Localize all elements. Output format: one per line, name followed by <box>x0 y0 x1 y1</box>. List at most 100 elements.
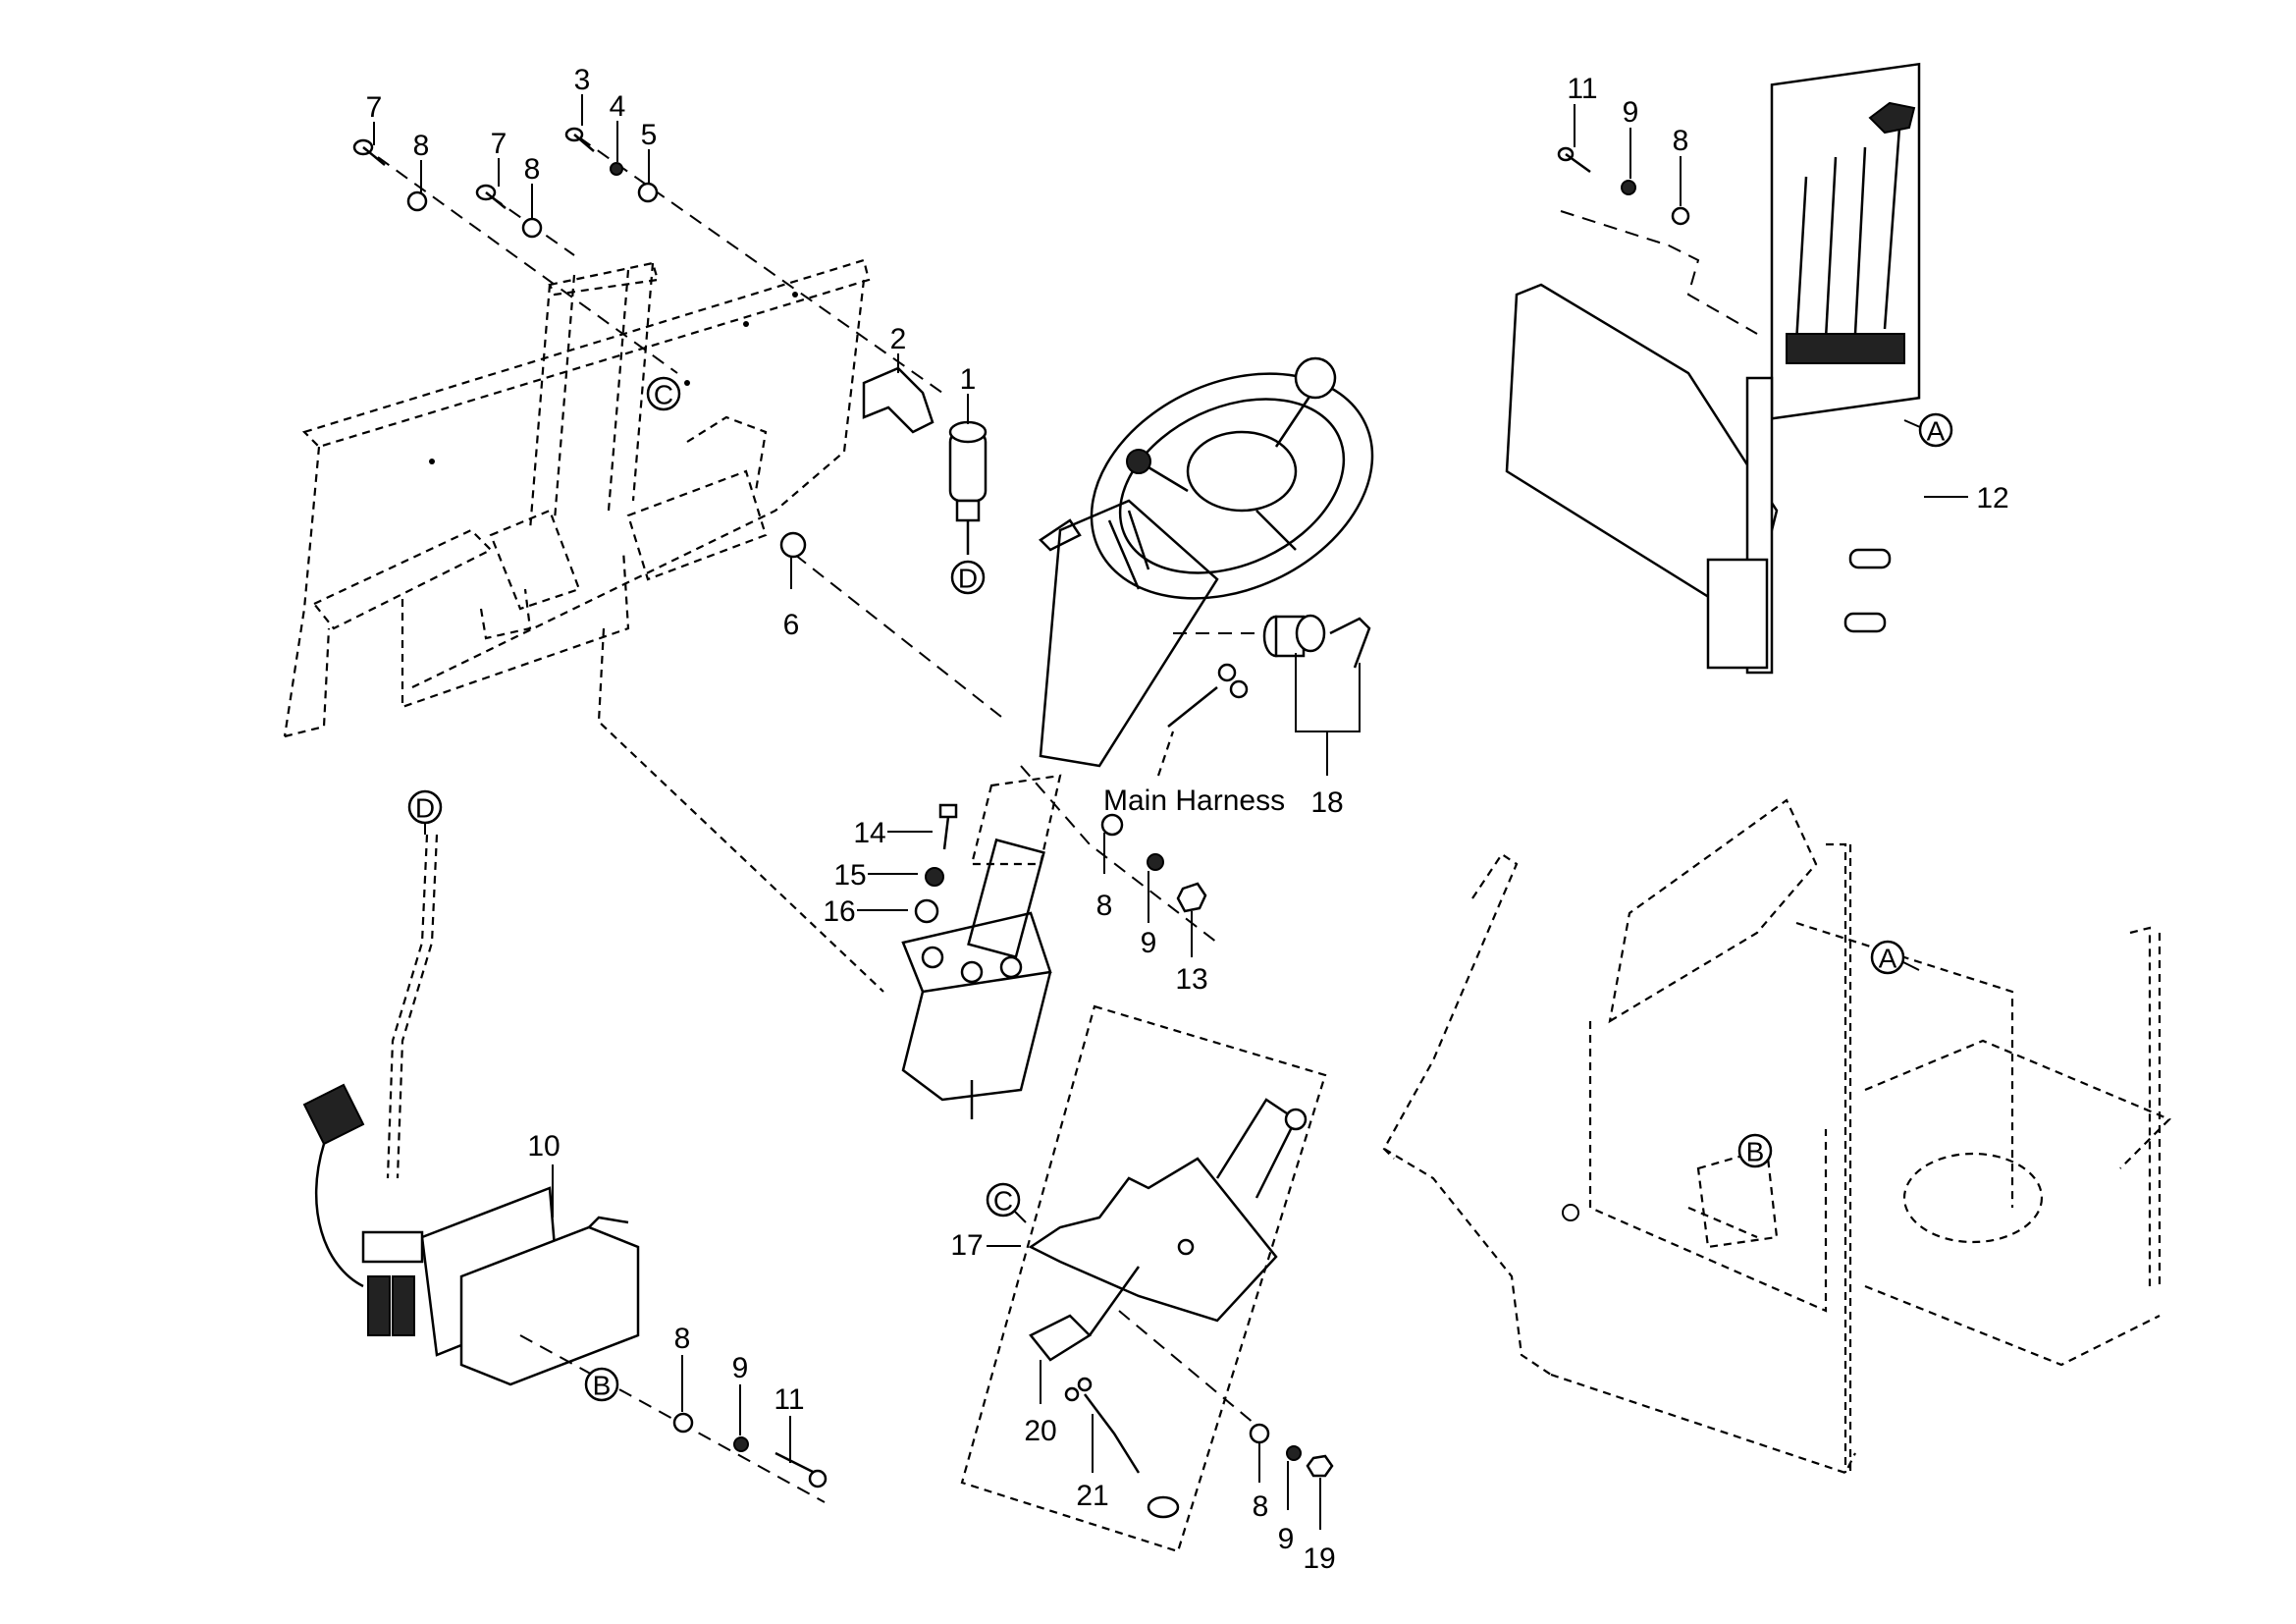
bolt-icon <box>1557 146 1591 174</box>
svg-text:13: 13 <box>1175 963 1207 996</box>
callout-8: 8 <box>1096 833 1113 922</box>
fastener-set-panel <box>352 127 1002 718</box>
svg-text:11: 11 <box>774 1383 804 1416</box>
washer-icon <box>1671 206 1690 226</box>
ref-marker-C-bracket: C <box>986 1182 1027 1223</box>
ref-marker-D-pedal: D <box>407 789 443 835</box>
steering-wheel <box>1090 356 1374 600</box>
svg-text:A: A <box>1879 944 1897 974</box>
callout-7: 7 <box>366 91 383 145</box>
svg-text:16: 16 <box>823 895 855 928</box>
svg-text:D: D <box>958 564 978 594</box>
ref-marker-C-panel: C <box>646 376 681 411</box>
lock-washer-icon <box>1286 1445 1302 1461</box>
svg-text:12: 12 <box>1976 482 2008 514</box>
washer-icon <box>637 182 659 203</box>
callout-9: 9 <box>1141 871 1157 959</box>
clip-part <box>862 366 934 434</box>
svg-text:8: 8 <box>1096 890 1113 922</box>
ref-marker-D-horn: D <box>950 560 986 595</box>
main-harness-label: Main Harness <box>1103 785 1285 817</box>
callout-6: 6 <box>783 558 799 641</box>
ref-marker-B-pedal: B <box>584 1367 619 1402</box>
callout-8: 8 <box>1673 125 1689 206</box>
svg-text:8: 8 <box>674 1323 691 1355</box>
callout-10: 10 <box>527 1130 561 1218</box>
washer-icon <box>1249 1423 1270 1444</box>
bolt-icon <box>938 803 958 850</box>
callout-5: 5 <box>641 119 657 183</box>
callout-11: 11 <box>774 1383 805 1463</box>
control-valve-assembly <box>1505 62 1921 675</box>
pedal-pad-icon <box>302 1083 365 1146</box>
svg-text:B: B <box>593 1371 612 1401</box>
ref-marker-B-chassis: B <box>1737 1133 1773 1168</box>
svg-text:8: 8 <box>1253 1490 1269 1523</box>
svg-text:8: 8 <box>1673 125 1689 157</box>
svg-text:9: 9 <box>1623 96 1639 129</box>
spinner-knob-icon <box>1294 356 1337 400</box>
svg-text:9: 9 <box>732 1352 749 1384</box>
svg-text:2: 2 <box>890 323 907 355</box>
washer-icon <box>1100 813 1124 837</box>
svg-text:C: C <box>654 380 673 410</box>
nut-icon <box>1176 882 1207 913</box>
callout-1: 1 <box>960 363 976 424</box>
svg-text:18: 18 <box>1310 786 1343 819</box>
callout-9: 9 <box>1278 1461 1295 1555</box>
callout-8: 8 <box>674 1323 691 1412</box>
svg-text:17: 17 <box>950 1229 983 1262</box>
svg-text:15: 15 <box>833 859 866 892</box>
svg-text:11: 11 <box>1567 73 1597 105</box>
callout-3: 3 <box>574 64 591 126</box>
callout-20: 20 <box>1024 1360 1057 1447</box>
callout-9: 9 <box>1623 96 1639 179</box>
column-fasteners <box>914 765 1218 944</box>
chassis-frame <box>1382 798 2171 1475</box>
callout-11: 11 <box>1567 73 1598 147</box>
svg-text:20: 20 <box>1024 1415 1056 1447</box>
callout-15: 15 <box>833 859 918 892</box>
horn-button-part <box>948 420 988 555</box>
lock-washer-icon <box>610 162 623 176</box>
svg-text:4: 4 <box>610 90 626 123</box>
svg-text:14: 14 <box>853 817 885 849</box>
ref-marker-A-chassis: A <box>1870 940 1920 975</box>
lock-washer-icon <box>1621 180 1636 195</box>
svg-text:D: D <box>415 793 435 824</box>
svg-text:C: C <box>993 1186 1013 1217</box>
callout-19: 19 <box>1303 1478 1336 1575</box>
svg-text:19: 19 <box>1303 1543 1335 1575</box>
svg-text:9: 9 <box>1141 927 1157 959</box>
washer-icon <box>521 217 543 239</box>
callout-16: 16 <box>823 895 908 928</box>
svg-text:21: 21 <box>1076 1480 1108 1512</box>
callout-7: 7 <box>491 128 507 187</box>
svg-text:9: 9 <box>1278 1523 1295 1555</box>
lock-washer-icon <box>925 867 944 887</box>
lock-washer-icon <box>1147 853 1164 871</box>
lock-washer-icon <box>733 1436 749 1452</box>
pedal-assembly <box>302 834 828 1503</box>
callout-2: 2 <box>890 323 907 373</box>
nut-icon <box>1306 1454 1334 1478</box>
bolt-icon <box>475 184 507 209</box>
bolt-icon <box>564 127 595 152</box>
harness-connector <box>1156 663 1249 777</box>
callout-8: 8 <box>524 153 541 218</box>
bolt-icon <box>352 138 386 166</box>
grommet-icon <box>779 531 807 559</box>
callout-8: 8 <box>413 130 429 192</box>
callout-13: 13 <box>1175 911 1208 996</box>
svg-text:3: 3 <box>574 64 591 96</box>
sensor-bracket-group <box>960 1004 1334 1553</box>
ref-marker-A-top: A <box>1903 412 1953 448</box>
svg-text:B: B <box>1746 1137 1765 1167</box>
washer-icon <box>914 898 939 924</box>
washer-icon <box>406 190 428 212</box>
svg-text:7: 7 <box>366 91 383 124</box>
callout-14: 14 <box>853 817 933 849</box>
svg-text:10: 10 <box>527 1130 560 1163</box>
svg-text:8: 8 <box>524 153 541 186</box>
